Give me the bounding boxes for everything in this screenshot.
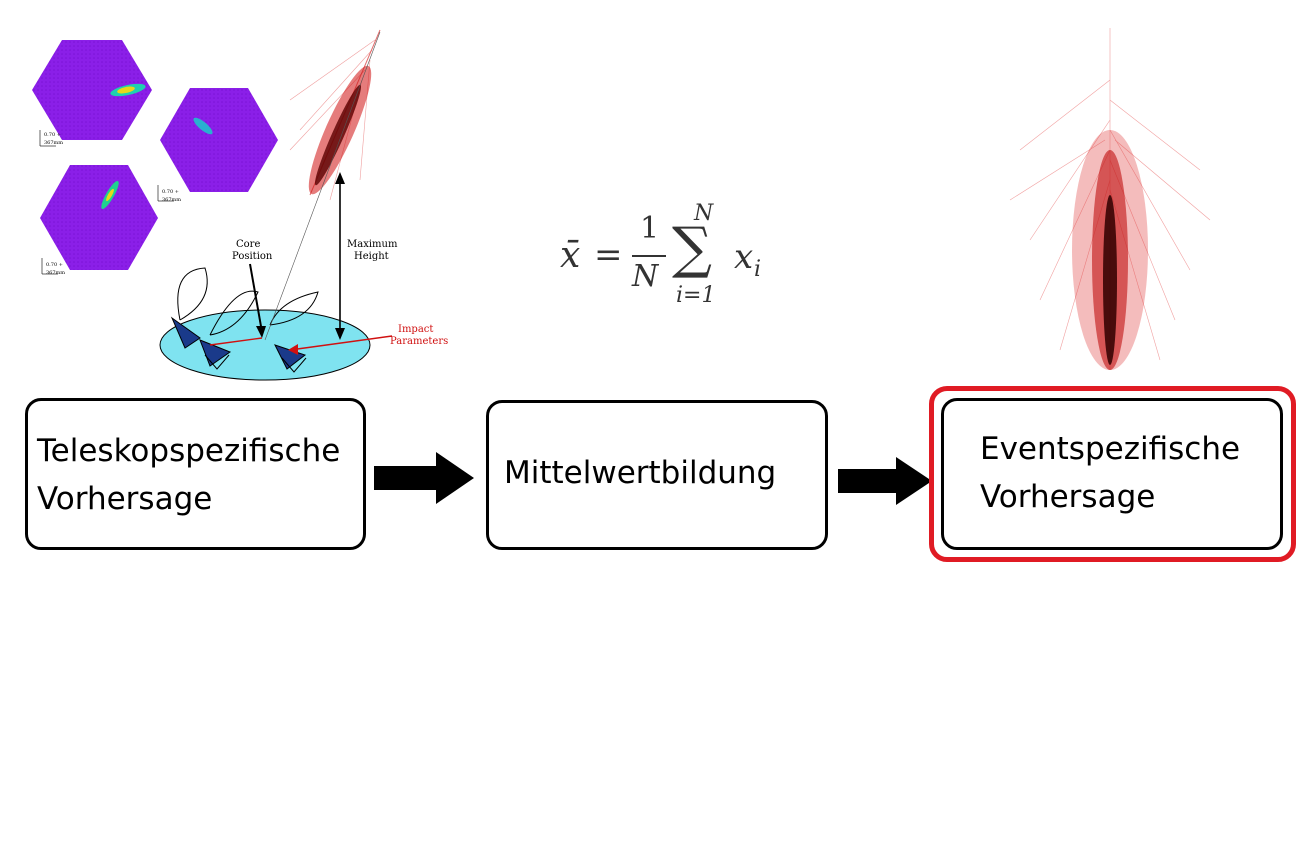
impact-label-2: Parameters bbox=[390, 336, 448, 347]
scale-label-1: 0.70 + bbox=[44, 132, 61, 138]
core-position-arrow bbox=[249, 263, 263, 333]
telescope-illustration: 0.70 + 367mm 0.70 + 367mm 0.70 + 367mm bbox=[32, 29, 448, 381]
sum-lower-limit: i=1 bbox=[676, 283, 716, 308]
telescope-box-line-1: Teleskopspezifische bbox=[37, 433, 341, 469]
formula-term: x bbox=[734, 237, 754, 277]
scale-label-3: 0.70 + bbox=[46, 262, 63, 268]
event-box-line-2: Vorhersage bbox=[980, 479, 1156, 515]
telescope-prediction-box: Teleskopspezifische Vorhersage bbox=[25, 398, 366, 550]
height-label-2: Height bbox=[354, 251, 389, 262]
telescope-box-line-2: Vorhersage bbox=[37, 481, 213, 517]
camera-image-2 bbox=[160, 88, 278, 192]
scale-bar-3: 0.70 + 367mm bbox=[41, 258, 65, 276]
event-prediction-box: Eventspezifische Vorhersage bbox=[941, 398, 1283, 550]
formula-lhs: x̄ bbox=[560, 235, 581, 276]
camera-image-1 bbox=[32, 40, 152, 140]
formula-subscript: i bbox=[754, 257, 762, 282]
scale-unit-1: 367mm bbox=[44, 140, 63, 146]
impact-label-1: Impact bbox=[398, 324, 433, 335]
camera-signal-2 bbox=[193, 117, 213, 135]
formula-numerator: 1 bbox=[640, 211, 660, 246]
formula-denominator: N bbox=[632, 259, 659, 294]
ground-plane bbox=[159, 309, 371, 381]
mean-formula: x̄ = 1 N N ∑ i=1 x i bbox=[556, 201, 786, 315]
highlight-frame bbox=[929, 386, 1296, 562]
arrow-right-2 bbox=[838, 457, 932, 505]
formula-equals: = bbox=[594, 235, 623, 275]
arrow-right-1 bbox=[374, 452, 474, 504]
event-shower-illustration bbox=[1009, 28, 1211, 370]
sum-upper-limit: N bbox=[694, 201, 714, 226]
scale-unit-2: 367mm bbox=[162, 197, 181, 203]
core-label-2: Position bbox=[232, 251, 273, 262]
height-label-1: Maximum bbox=[347, 239, 398, 250]
sum-symbol: ∑ bbox=[672, 216, 712, 281]
camera-image-3 bbox=[40, 165, 158, 270]
scale-unit-3: 367mm bbox=[46, 270, 65, 276]
scale-label-2: 0.70 + bbox=[162, 189, 179, 195]
scale-bar-2: 0.70 + 367mm bbox=[157, 185, 181, 203]
core-label-1: Core bbox=[236, 239, 260, 250]
air-shower-diagonal bbox=[289, 29, 381, 201]
event-box-line-1: Eventspezifische bbox=[980, 431, 1241, 467]
averaging-box-line-1: Mittelwertbildung bbox=[504, 455, 777, 491]
telescope-dishes bbox=[170, 267, 319, 373]
averaging-box: Mittelwertbildung bbox=[486, 400, 828, 550]
scale-bar-1: 0.70 + 367mm bbox=[39, 130, 63, 147]
fraction-bar bbox=[632, 255, 666, 257]
